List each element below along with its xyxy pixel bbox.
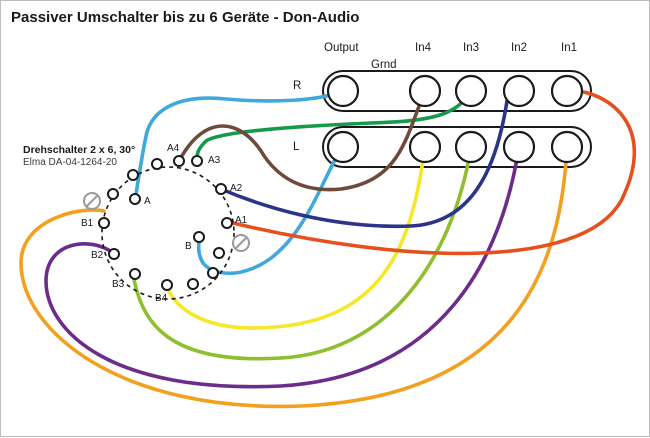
header-in1: In1 (561, 42, 577, 54)
label-b4: B4 (155, 293, 168, 304)
label-a1: A1 (235, 215, 248, 226)
label-b3: B3 (112, 279, 125, 290)
contact-b1 (98, 217, 110, 229)
contact-a3 (191, 155, 203, 167)
wire-orange-in1-l (19, 145, 569, 409)
jack-in2-r (502, 74, 536, 108)
jack-in3-l (454, 130, 488, 164)
wire-purple-in2-l (44, 145, 521, 389)
wire-lime-in3-l (131, 145, 473, 361)
label-a3: A3 (208, 155, 221, 166)
wire-green-in3-r (195, 89, 473, 161)
contact-b (193, 231, 205, 243)
jack-in4-r (408, 74, 442, 108)
contact-ring-bottom-1 (187, 278, 199, 290)
label-b2: B2 (91, 250, 104, 261)
switch-ring (101, 166, 235, 300)
contact-a1 (221, 217, 233, 229)
switch-part: Elma DA-04-1264-20 (23, 157, 117, 168)
contact-b2 (108, 248, 120, 260)
switch-name: Drehschalter 2 x 6, 30° (23, 144, 135, 156)
jack-in1-r (550, 74, 584, 108)
label-a2: A2 (230, 183, 243, 194)
contact-a (129, 193, 141, 205)
wire-yellow-in4-l (165, 145, 427, 330)
label-b1: B1 (81, 218, 94, 229)
diagram-title: Passiver Umschalter bis zu 6 Geräte - Do… (11, 9, 359, 26)
wire-blue-output-r (133, 89, 344, 203)
contact-a2 (215, 183, 227, 195)
header-in3: In3 (463, 42, 479, 54)
contact-ring-left-1 (107, 188, 119, 200)
contact-ring-top-1 (151, 158, 163, 170)
contact-a4 (173, 155, 185, 167)
contact-ring-right-2 (207, 267, 219, 279)
contact-b4 (161, 279, 173, 291)
header-in4: In4 (415, 42, 432, 54)
label-a4: A4 (167, 143, 180, 154)
header-output: Output (324, 42, 359, 54)
contact-b3 (129, 268, 141, 280)
jack-in3-r (454, 74, 488, 108)
row-label-l: L (293, 141, 300, 153)
wire-brown-in4-r (177, 89, 427, 192)
label-a: A (144, 196, 151, 207)
jack-output-l (326, 130, 360, 164)
jack-in1-l (550, 130, 584, 164)
wire-blue-output-l (196, 145, 344, 276)
label-b: B (185, 241, 192, 252)
wire-orangered-in1-r (231, 89, 637, 256)
unused-contact-left-icon (83, 192, 101, 210)
jack-output-r (326, 74, 360, 108)
jack-in4-l (408, 130, 442, 164)
ground-label: Grnd (371, 59, 397, 71)
contact-ring-right-1 (213, 247, 225, 259)
jack-in2-l (502, 130, 536, 164)
contact-ring-left-2 (127, 169, 139, 181)
unused-contact-right-icon (232, 234, 250, 252)
header-in2: In2 (511, 42, 527, 54)
row-label-r: R (293, 80, 301, 92)
